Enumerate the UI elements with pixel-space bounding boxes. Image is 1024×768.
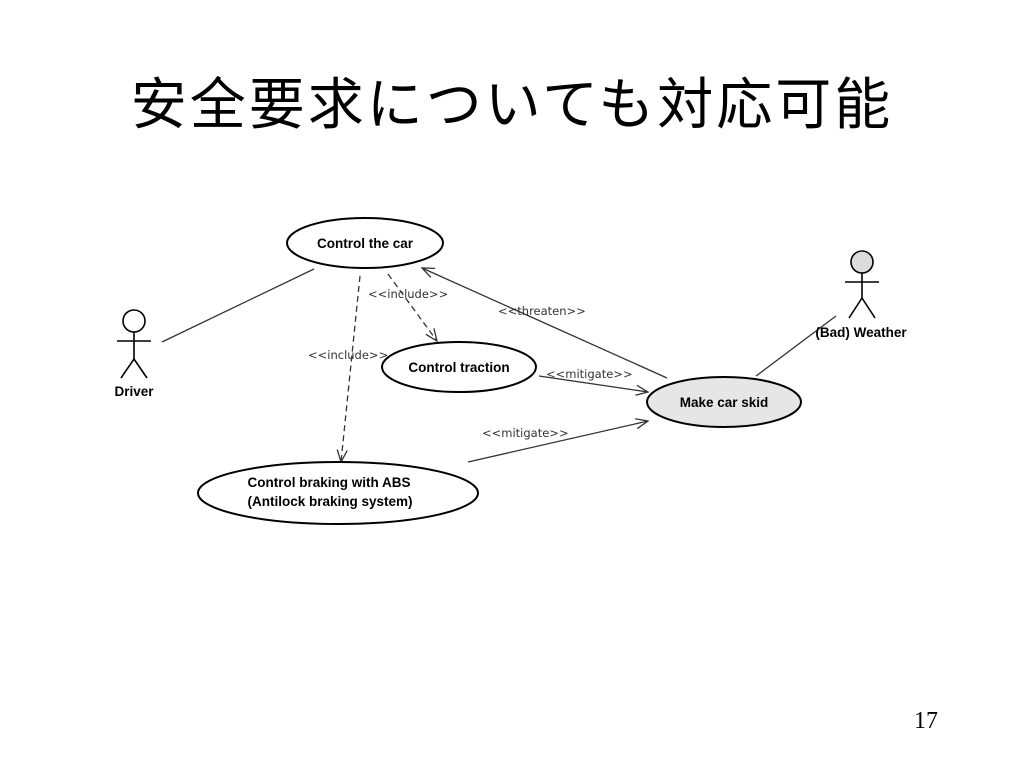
use-case-label: Control the car [317,236,414,251]
use-case-make-car-skid: Make car skid [646,376,802,428]
weather-association-line [755,315,837,377]
use-case-control-the-car: Control the car [286,217,444,269]
slide-title: 安全要求についても対応可能 [130,73,894,138]
include-traction-arrow [387,273,437,341]
use-case-label-line2: (Antilock braking system) [247,494,412,509]
threaten-arrow [422,268,668,379]
include-braking-label: <<include>> [308,348,388,362]
include-traction-label: <<include>> [368,287,448,301]
stick-figure-icon [117,309,151,379]
use-case-control-braking: Control braking with ABS (Antilock braki… [197,461,479,525]
include-braking-arrow [341,275,361,462]
actor-label: Driver [114,384,154,399]
mitigate-traction-arrow [538,375,648,392]
actor-driver: Driver [114,309,154,399]
page-number: 17 [914,708,938,734]
mitigate-braking-label: <<mitigate>> [482,426,569,440]
use-case-label: Make car skid [680,395,769,410]
mitigate-braking-arrow [467,421,648,463]
threaten-label: <<threaten>> [498,304,586,318]
mitigate-traction-label: <<mitigate>> [546,367,633,381]
driver-association-line [161,268,315,343]
actor-weather: (Bad) Weather [815,250,907,340]
use-case-control-traction: Control traction [381,341,537,393]
actor-label: (Bad) Weather [815,325,907,340]
stick-figure-icon [845,250,879,319]
use-case-label-line1: Control braking with ABS [248,475,411,490]
use-case-label: Control traction [408,360,509,375]
